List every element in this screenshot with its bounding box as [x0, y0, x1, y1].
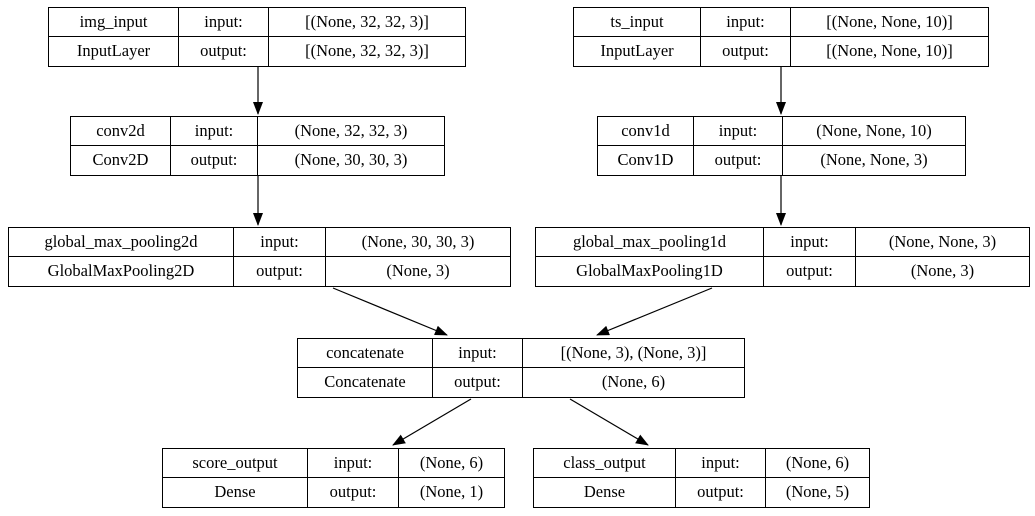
layer-name: score_output — [163, 449, 308, 478]
output-label: output: — [764, 257, 856, 286]
output-label: output: — [308, 478, 399, 507]
output-shape: (None, 3) — [386, 261, 450, 281]
layer-type: InputLayer — [49, 37, 179, 66]
input-shape: [(None, 3), (None, 3)] — [523, 339, 744, 368]
layer-name: img_input — [49, 8, 179, 37]
output-shape: (None, 6) — [601, 372, 666, 392]
edge-concatenate-score_output — [392, 398, 472, 446]
input-label: input: — [764, 228, 856, 257]
layer-type: Dense — [163, 478, 308, 507]
input-shape: (None, 6) — [766, 449, 869, 478]
output-shape: (None, None, 3) — [820, 150, 928, 170]
output-label: output: — [179, 37, 269, 66]
output-label: output: — [701, 37, 791, 66]
input-shape: (None, 32, 32, 3) — [258, 117, 444, 146]
node-conv1d: conv1d input: (None, None, 10) Conv1D ou… — [597, 116, 966, 176]
input-shape: (None, None, 10) — [783, 117, 965, 146]
node-score-output: score_output input: (None, 6) Dense outp… — [162, 448, 505, 508]
edge-global_max_pooling1d-concatenate — [596, 287, 713, 336]
output-shape: [(None, None, 10)] — [826, 41, 953, 61]
output-label: output: — [694, 146, 783, 175]
layer-name: class_output — [534, 449, 676, 478]
layer-name: conv2d — [71, 117, 171, 146]
output-label: output: — [676, 478, 766, 507]
layer-type: InputLayer — [574, 37, 701, 66]
input-shape: (None, 6) — [399, 449, 504, 478]
output-label: output: — [171, 146, 258, 175]
output-shape: [(None, 32, 32, 3)] — [305, 41, 429, 61]
input-label: input: — [433, 339, 523, 368]
layer-type: GlobalMaxPooling1D — [536, 257, 764, 286]
output-label: output: — [234, 257, 326, 286]
output-shape: (None, 1) — [419, 482, 484, 502]
output-shape: (None, 3) — [910, 261, 975, 281]
output-shape: (None, 5) — [785, 482, 850, 502]
input-label: input: — [694, 117, 783, 146]
output-label: output: — [433, 368, 523, 397]
input-label: input: — [701, 8, 791, 37]
input-label: input: — [179, 8, 269, 37]
layer-type: Conv1D — [598, 146, 694, 175]
layer-name: ts_input — [574, 8, 701, 37]
edge-concatenate-class_output — [569, 398, 649, 446]
layer-name: global_max_pooling2d — [9, 228, 234, 257]
input-shape: [(None, None, 10)] — [791, 8, 988, 37]
node-global-max-pooling1d: global_max_pooling1d input: (None, None,… — [535, 227, 1030, 287]
layer-type: Dense — [534, 478, 676, 507]
input-shape: [(None, 32, 32, 3)] — [269, 8, 465, 37]
input-label: input: — [676, 449, 766, 478]
node-concatenate: concatenate input: [(None, 3), (None, 3)… — [297, 338, 745, 398]
node-global-max-pooling2d: global_max_pooling2d input: (None, 30, 3… — [8, 227, 511, 287]
input-shape: (None, None, 3) — [856, 228, 1029, 257]
layer-name: conv1d — [598, 117, 694, 146]
node-img-input: img_input input: [(None, 32, 32, 3)] Inp… — [48, 7, 466, 67]
input-label: input: — [171, 117, 258, 146]
layer-type: Conv2D — [71, 146, 171, 175]
input-shape: (None, 30, 30, 3) — [326, 228, 510, 257]
input-label: input: — [234, 228, 326, 257]
input-label: input: — [308, 449, 399, 478]
layer-type: GlobalMaxPooling2D — [9, 257, 234, 286]
layer-type: Concatenate — [298, 368, 433, 397]
node-class-output: class_output input: (None, 6) Dense outp… — [533, 448, 870, 508]
layer-name: global_max_pooling1d — [536, 228, 764, 257]
layer-name: concatenate — [298, 339, 433, 368]
edge-global_max_pooling2d-concatenate — [332, 287, 448, 336]
node-conv2d: conv2d input: (None, 32, 32, 3) Conv2D o… — [70, 116, 445, 176]
node-ts-input: ts_input input: [(None, None, 10)] Input… — [573, 7, 989, 67]
output-shape: (None, 30, 30, 3) — [294, 150, 408, 170]
